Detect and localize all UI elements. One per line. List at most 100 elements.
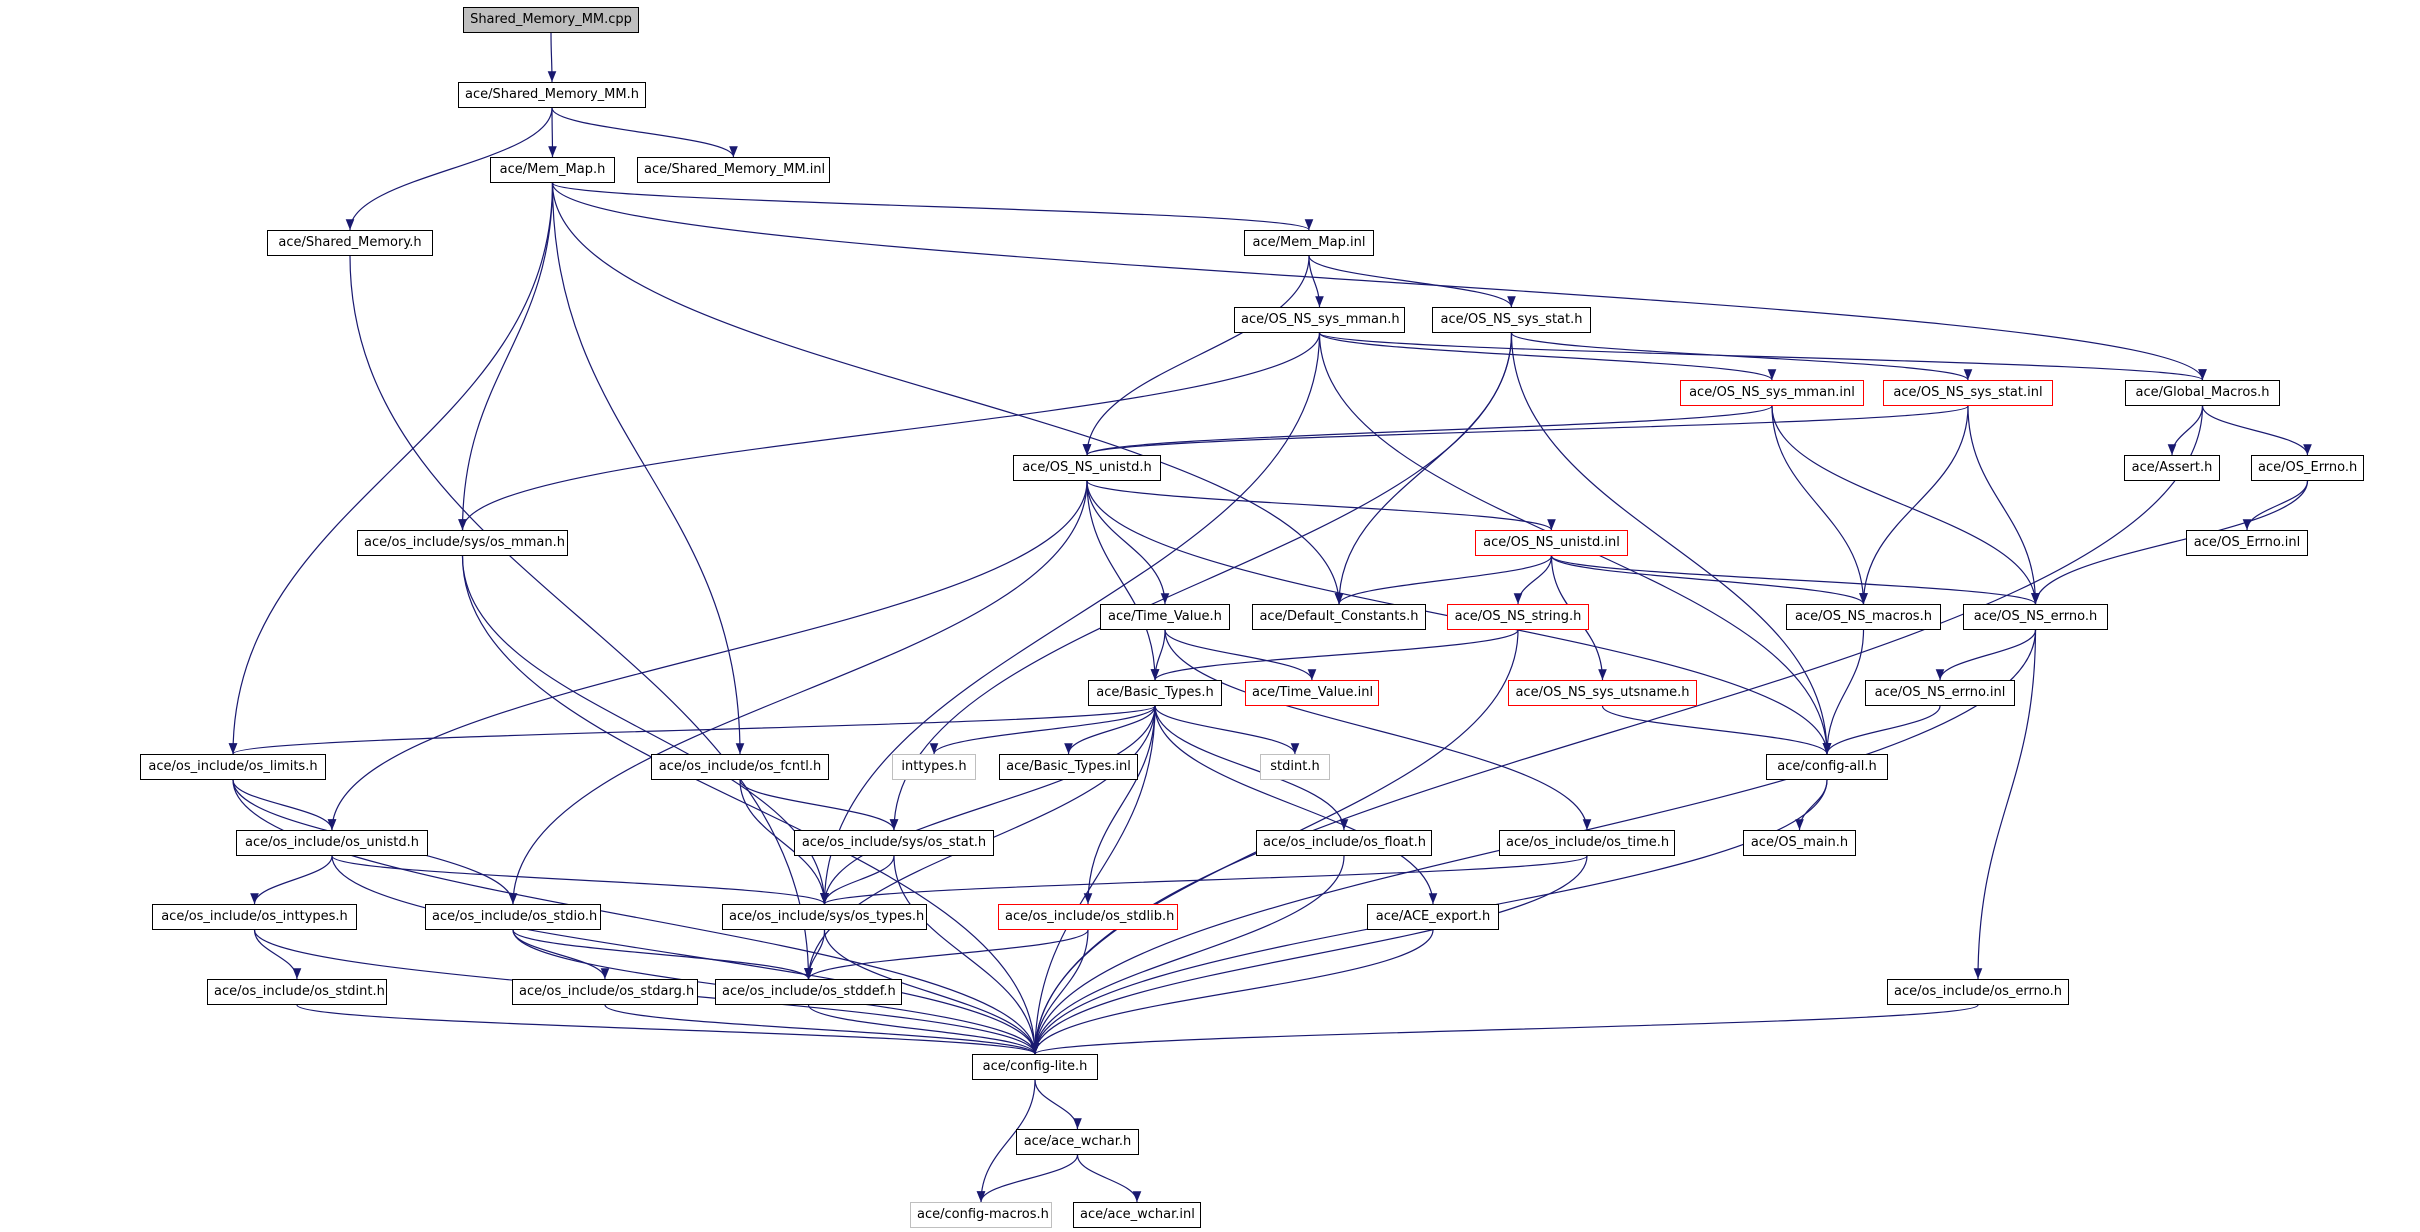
- node-os-include-os-stddef-h[interactable]: ace/os_include/os_stddef.h: [715, 979, 902, 1005]
- node-os-include-os-stdarg-h[interactable]: ace/os_include/os_stdarg.h: [512, 979, 698, 1005]
- node-os-ns-sys-stat-inl[interactable]: ace/OS_NS_sys_stat.inl: [1883, 380, 2053, 406]
- node-os-include-os-time-h[interactable]: ace/os_include/os_time.h: [1499, 830, 1675, 856]
- node-basic-types-inl[interactable]: ace/Basic_Types.inl: [999, 754, 1138, 780]
- edge-os-include-os-errno-h-to-config-lite-h: [1031, 1004, 1979, 1055]
- edge-ace-wchar-h-to-config-macros-h: [976, 1154, 1079, 1203]
- node-global-macros-h[interactable]: ace/Global_Macros.h: [2125, 380, 2280, 406]
- node-os-ns-sys-utsname-h[interactable]: ace/OS_NS_sys_utsname.h: [1508, 680, 1697, 706]
- edge-os-include-os-limits-h-to-os-include-os-unistd-h: [232, 779, 337, 831]
- node-mem-map-h[interactable]: ace/Mem_Map.h: [490, 157, 615, 183]
- node-stdint-h[interactable]: stdint.h: [1260, 754, 1330, 780]
- node-os-errno-h[interactable]: ace/OS_Errno.h: [2251, 455, 2364, 481]
- edge-os-include-os-stdarg-h-to-config-lite-h: [604, 1004, 1040, 1055]
- edge-os-ns-unistd-inl-to-default-constants-h: [1334, 555, 1553, 605]
- edge-os-errno-h-to-os-ns-errno-h: [2031, 480, 2309, 605]
- edge-shared-memory-h-to-os-include-os-stddef-h: [349, 255, 813, 980]
- edge-os-ns-sys-stat-h-to-config-all-h: [1510, 332, 1832, 755]
- edge-os-ns-sys-stat-h-to-os-include-sys-os-stat-h: [889, 332, 1513, 831]
- edge-os-ns-sys-stat-inl-to-os-ns-macros-h: [1859, 405, 1969, 605]
- edge-os-errno-h-to-os-errno-inl: [2242, 480, 2309, 531]
- node-os-errno-inl[interactable]: ace/OS_Errno.inl: [2186, 530, 2308, 556]
- node-os-include-os-fcntl-h[interactable]: ace/os_include/os_fcntl.h: [651, 754, 829, 780]
- node-config-all-h[interactable]: ace/config-all.h: [1766, 754, 1888, 780]
- edge-os-include-os-unistd-h-to-config-lite-h: [331, 855, 1040, 1055]
- edge-os-ns-unistd-h-to-os-include-os-unistd-h: [327, 480, 1088, 831]
- edge-time-value-h-to-basic-types-h: [1150, 629, 1166, 681]
- edge-basic-types-h-to-os-include-os-float-h: [1154, 705, 1349, 831]
- edge-shared-memory-mm-h-to-mem-map-h: [548, 107, 557, 158]
- edge-config-lite-h-to-ace-wchar-h: [1034, 1079, 1082, 1130]
- node-inttypes-h[interactable]: inttypes.h: [892, 754, 976, 780]
- node-os-include-sys-os-mman-h[interactable]: ace/os_include/sys/os_mman.h: [357, 530, 568, 556]
- edge-os-ns-unistd-h-to-os-ns-unistd-inl: [1086, 480, 1556, 531]
- node-shared-memory-mm-inl[interactable]: ace/Shared_Memory_MM.inl: [637, 157, 830, 183]
- edge-os-include-os-fcntl-h-to-os-include-sys-os-types-h: [739, 779, 829, 905]
- node-os-ns-sys-stat-h[interactable]: ace/OS_NS_sys_stat.h: [1432, 307, 1591, 333]
- node-os-include-os-limits-h[interactable]: ace/os_include/os_limits.h: [140, 754, 326, 780]
- edge-basic-types-h-to-inttypes-h: [929, 705, 1156, 755]
- edge-os-ns-unistd-inl-to-os-ns-errno-h: [1550, 555, 2040, 605]
- edge-config-all-h-to-os-main-h: [1795, 779, 1828, 831]
- node-os-include-sys-os-stat-h[interactable]: ace/os_include/sys/os_stat.h: [794, 830, 994, 856]
- edge-os-include-os-stddef-h-to-config-lite-h: [807, 1004, 1040, 1055]
- edge-os-ns-sys-mman-inl-to-os-ns-macros-h: [1771, 405, 1868, 605]
- node-mem-map-inl[interactable]: ace/Mem_Map.inl: [1244, 230, 1374, 256]
- edge-os-include-os-stdlib-h-to-os-include-os-stddef-h: [804, 929, 1089, 980]
- edge-config-lite-h-to-config-macros-h: [976, 1079, 1036, 1203]
- edge-os-ns-errno-h-to-os-include-os-errno-h: [1973, 629, 2037, 980]
- edge-os-include-os-stdint-h-to-config-lite-h: [296, 1004, 1039, 1055]
- edge-mem-map-inl-to-os-ns-unistd-h: [1082, 255, 1310, 456]
- node-shared-memory-h[interactable]: ace/Shared_Memory.h: [267, 230, 433, 256]
- edge-os-ns-sys-mman-h-to-os-include-sys-os-types-h: [820, 332, 1321, 905]
- edge-global-macros-h-to-assert-h: [2167, 405, 2204, 456]
- edge-os-include-os-inttypes-h-to-os-include-os-stdint-h: [253, 929, 302, 980]
- edge-basic-types-h-to-basic-types-inl: [1064, 705, 1156, 755]
- node-time-value-inl[interactable]: ace/Time_Value.inl: [1245, 680, 1379, 706]
- edge-os-ns-sys-mman-h-to-os-include-sys-os-mman-h: [458, 332, 1321, 531]
- edge-os-ns-sys-stat-inl-to-os-ns-errno-h: [1967, 405, 2040, 605]
- edge-os-ns-string-h-to-basic-types-h: [1150, 629, 1519, 681]
- node-shared-memory-mm-h[interactable]: ace/Shared_Memory_MM.h: [458, 82, 646, 108]
- edge-os-ns-sys-mman-inl-to-os-ns-errno-h: [1771, 405, 2040, 605]
- node-os-ns-string-h[interactable]: ace/OS_NS_string.h: [1447, 604, 1589, 630]
- edge-os-include-sys-os-stat-h-to-config-lite-h: [893, 855, 1040, 1055]
- node-os-include-os-unistd-h[interactable]: ace/os_include/os_unistd.h: [236, 830, 428, 856]
- node-ace-wchar-inl[interactable]: ace/ace_wchar.inl: [1073, 1202, 1201, 1228]
- edge-os-ns-unistd-h-to-os-include-os-stdio-h: [508, 480, 1088, 905]
- node-os-include-os-stdlib-h[interactable]: ace/os_include/os_stdlib.h: [998, 904, 1178, 930]
- node-time-value-h[interactable]: ace/Time_Value.h: [1100, 604, 1230, 630]
- node-config-lite-h[interactable]: ace/config-lite.h: [972, 1054, 1098, 1080]
- edge-basic-types-h-to-ace-export-h: [1154, 705, 1438, 905]
- edge-os-ns-sys-stat-h-to-os-ns-sys-stat-inl: [1510, 332, 1973, 381]
- node-os-ns-sys-mman-h[interactable]: ace/OS_NS_sys_mman.h: [1234, 307, 1405, 333]
- node-os-include-sys-os-types-h[interactable]: ace/os_include/sys/os_types.h: [722, 904, 927, 930]
- node-os-main-h[interactable]: ace/OS_main.h: [1743, 830, 1856, 856]
- node-os-include-os-inttypes-h[interactable]: ace/os_include/os_inttypes.h: [152, 904, 357, 930]
- node-os-ns-sys-mman-inl[interactable]: ace/OS_NS_sys_mman.inl: [1680, 380, 1864, 406]
- node-os-include-os-errno-h[interactable]: ace/os_include/os_errno.h: [1887, 979, 2069, 1005]
- node-os-include-os-stdio-h[interactable]: ace/os_include/os_stdio.h: [425, 904, 601, 930]
- node-os-include-os-float-h[interactable]: ace/os_include/os_float.h: [1256, 830, 1432, 856]
- node-config-macros-h[interactable]: ace/config-macros.h: [910, 1202, 1052, 1228]
- edge-os-ns-sys-mman-h-to-global-macros-h: [1318, 332, 2207, 381]
- node-os-ns-unistd-h[interactable]: ace/OS_NS_unistd.h: [1013, 455, 1161, 481]
- edge-os-include-sys-os-mman-h-to-config-lite-h: [461, 555, 1040, 1055]
- edge-os-include-os-time-h-to-os-include-sys-os-types-h: [820, 855, 1588, 905]
- node-os-ns-errno-inl[interactable]: ace/OS_NS_errno.inl: [1865, 680, 2015, 706]
- node-shared-memory-mm-cpp[interactable]: Shared_Memory_MM.cpp: [463, 7, 639, 33]
- node-os-ns-errno-h[interactable]: ace/OS_NS_errno.h: [1963, 604, 2108, 630]
- edge-mem-map-h-to-global-macros-h: [551, 182, 2207, 381]
- node-default-constants-h[interactable]: ace/Default_Constants.h: [1252, 604, 1426, 630]
- edge-os-include-os-fcntl-h-to-os-include-sys-os-stat-h: [739, 779, 899, 831]
- edge-ace-wchar-h-to-ace-wchar-inl: [1076, 1154, 1142, 1203]
- node-os-ns-unistd-inl[interactable]: ace/OS_NS_unistd.inl: [1475, 530, 1628, 556]
- node-os-include-os-stdint-h[interactable]: ace/os_include/os_stdint.h: [207, 979, 387, 1005]
- node-assert-h[interactable]: ace/Assert.h: [2124, 455, 2220, 481]
- node-os-ns-macros-h[interactable]: ace/OS_NS_macros.h: [1786, 604, 1941, 630]
- node-ace-export-h[interactable]: ace/ACE_export.h: [1367, 904, 1499, 930]
- node-basic-types-h[interactable]: ace/Basic_Types.h: [1088, 680, 1222, 706]
- edge-global-macros-h-to-config-lite-h: [1030, 405, 2204, 1055]
- edge-basic-types-h-to-config-lite-h: [1030, 705, 1156, 1055]
- edge-os-include-sys-os-types-h-to-config-lite-h: [823, 929, 1040, 1055]
- node-ace-wchar-h[interactable]: ace/ace_wchar.h: [1016, 1129, 1139, 1155]
